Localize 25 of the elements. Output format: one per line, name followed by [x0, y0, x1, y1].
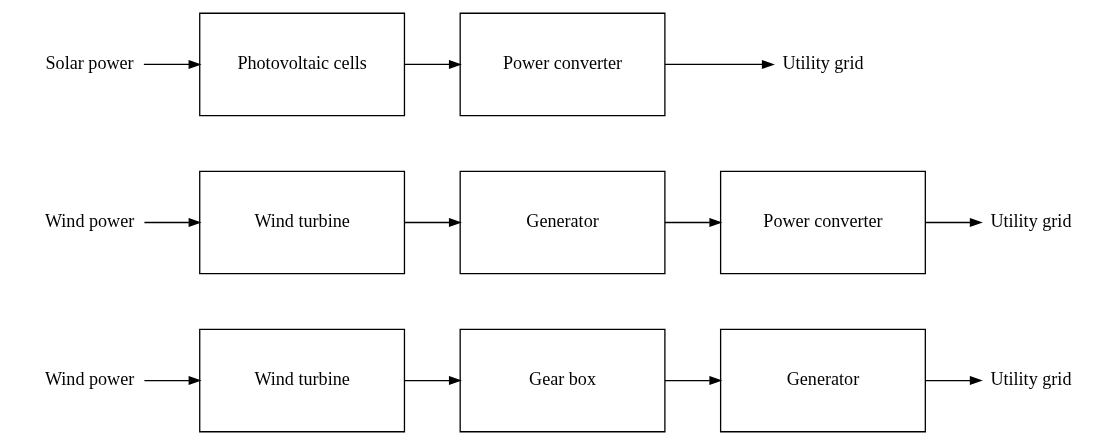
arrow — [924, 376, 983, 386]
node-text: Utility grid — [781, 53, 863, 74]
node-text: Solar power — [45, 53, 134, 74]
node-box: Generator — [459, 170, 666, 275]
node-text: Wind power — [44, 211, 134, 232]
arrow — [143, 217, 202, 228]
node-box: Photovoltaic cells — [198, 12, 405, 117]
arrow — [663, 59, 775, 69]
node-box: Wind turbine — [198, 170, 405, 275]
node-text: Utility grid — [989, 369, 1071, 390]
node-box: Gear box — [459, 328, 666, 433]
arrow — [403, 376, 462, 386]
node-box: Wind turbine — [198, 328, 405, 433]
arrow — [403, 217, 462, 228]
node-text: Utility grid — [989, 211, 1071, 232]
arrow — [924, 217, 983, 228]
arrow — [663, 217, 722, 228]
arrow — [142, 59, 202, 69]
node-box: Power converter — [459, 12, 666, 117]
arrow — [403, 59, 462, 69]
node-box: Power converter — [719, 170, 926, 275]
node-box: Generator — [719, 328, 926, 433]
arrow — [663, 376, 722, 386]
arrow — [143, 376, 202, 386]
node-text: Wind power — [44, 369, 134, 390]
